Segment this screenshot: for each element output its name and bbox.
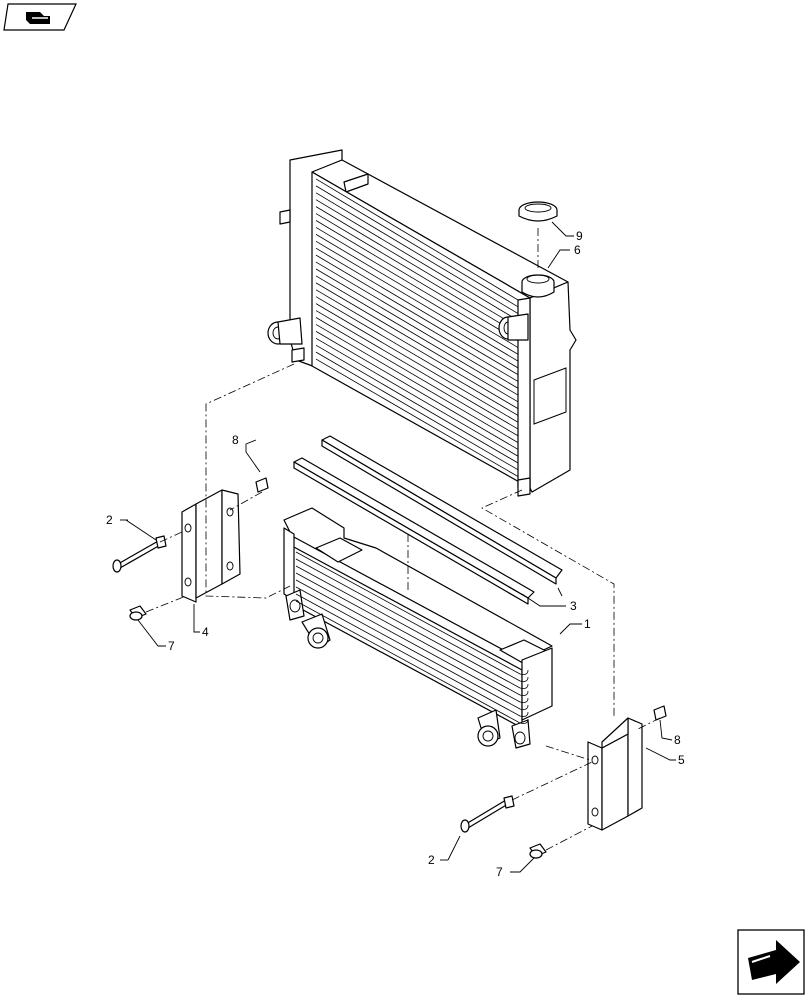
radiator-fin	[315, 234, 527, 360]
radiator-fin	[315, 199, 527, 326]
oil-cooler-tube	[295, 593, 529, 717]
oil-cooler-tube	[295, 572, 529, 696]
clip-nut-right	[653, 705, 667, 721]
radiator-fin	[315, 240, 527, 367]
radiator-fin	[315, 331, 527, 455]
callout-2-right: 2	[428, 853, 435, 867]
long-bolt-left	[112, 535, 167, 573]
clip-nut-left	[255, 477, 269, 493]
radiator-right-tank	[498, 281, 577, 497]
radiator-fin	[315, 337, 527, 462]
callout-8-left: 8	[232, 433, 239, 447]
radiator-fin	[315, 351, 527, 475]
callout-1: 1	[584, 617, 591, 631]
radiator-fin	[315, 296, 527, 421]
seal-strips	[293, 435, 563, 605]
callout-3: 3	[570, 599, 577, 613]
page-navigation-icon[interactable]	[3, 3, 77, 31]
radiator-fin	[315, 254, 527, 380]
radiator-fin	[315, 192, 527, 319]
oil-cooler	[283, 507, 553, 749]
radiator-fin	[315, 261, 527, 387]
oil-cooler-tube	[295, 551, 529, 675]
radiator-fin	[315, 275, 527, 401]
radiator-fin	[315, 213, 527, 340]
radiator-fin	[315, 317, 527, 441]
radiator-fin	[315, 344, 527, 468]
radiator-fin	[315, 324, 527, 448]
oil-cooler-tube	[295, 579, 529, 703]
radiator-fin	[315, 289, 527, 414]
callout-7-left: 7	[168, 639, 175, 653]
callout-8-right: 8	[674, 733, 681, 747]
callout-5: 5	[678, 753, 685, 767]
radiator-fin	[315, 185, 527, 312]
long-bolt-right	[460, 795, 515, 833]
next-page-arrow-icon[interactable]	[737, 929, 805, 995]
alignment-lines	[145, 228, 661, 851]
radiator-fin	[315, 227, 527, 353]
callout-leaders	[120, 221, 676, 873]
callout-2-left: 2	[106, 513, 113, 527]
radiator-fin	[315, 247, 527, 373]
filler-neck	[521, 274, 555, 298]
callout-9: 9	[576, 229, 583, 243]
radiator-fin	[315, 268, 527, 394]
radiator-fin	[315, 310, 527, 435]
radiator-fin	[315, 220, 527, 346]
screw-left	[129, 605, 147, 621]
callout-6: 6	[574, 243, 581, 257]
callout-4: 4	[202, 625, 209, 639]
oil-cooler-tube	[295, 558, 529, 682]
oil-cooler-tube	[295, 565, 529, 689]
radiator-fin	[315, 282, 527, 407]
left-mounting-bracket	[181, 489, 241, 603]
radiator-cap	[518, 201, 558, 222]
radiator-fin	[315, 206, 527, 333]
radiator-core-fins	[315, 178, 527, 482]
callout-7-right: 7	[496, 865, 503, 879]
radiator-fin	[315, 178, 527, 306]
oil-cooler-tubes	[295, 551, 529, 724]
radiator-fin	[315, 358, 527, 482]
oil-cooler-tube	[295, 600, 529, 724]
right-mounting-bracket	[587, 717, 643, 831]
screw-right	[529, 843, 547, 859]
radiator-fin	[315, 303, 527, 428]
oil-cooler-tube	[295, 586, 529, 710]
